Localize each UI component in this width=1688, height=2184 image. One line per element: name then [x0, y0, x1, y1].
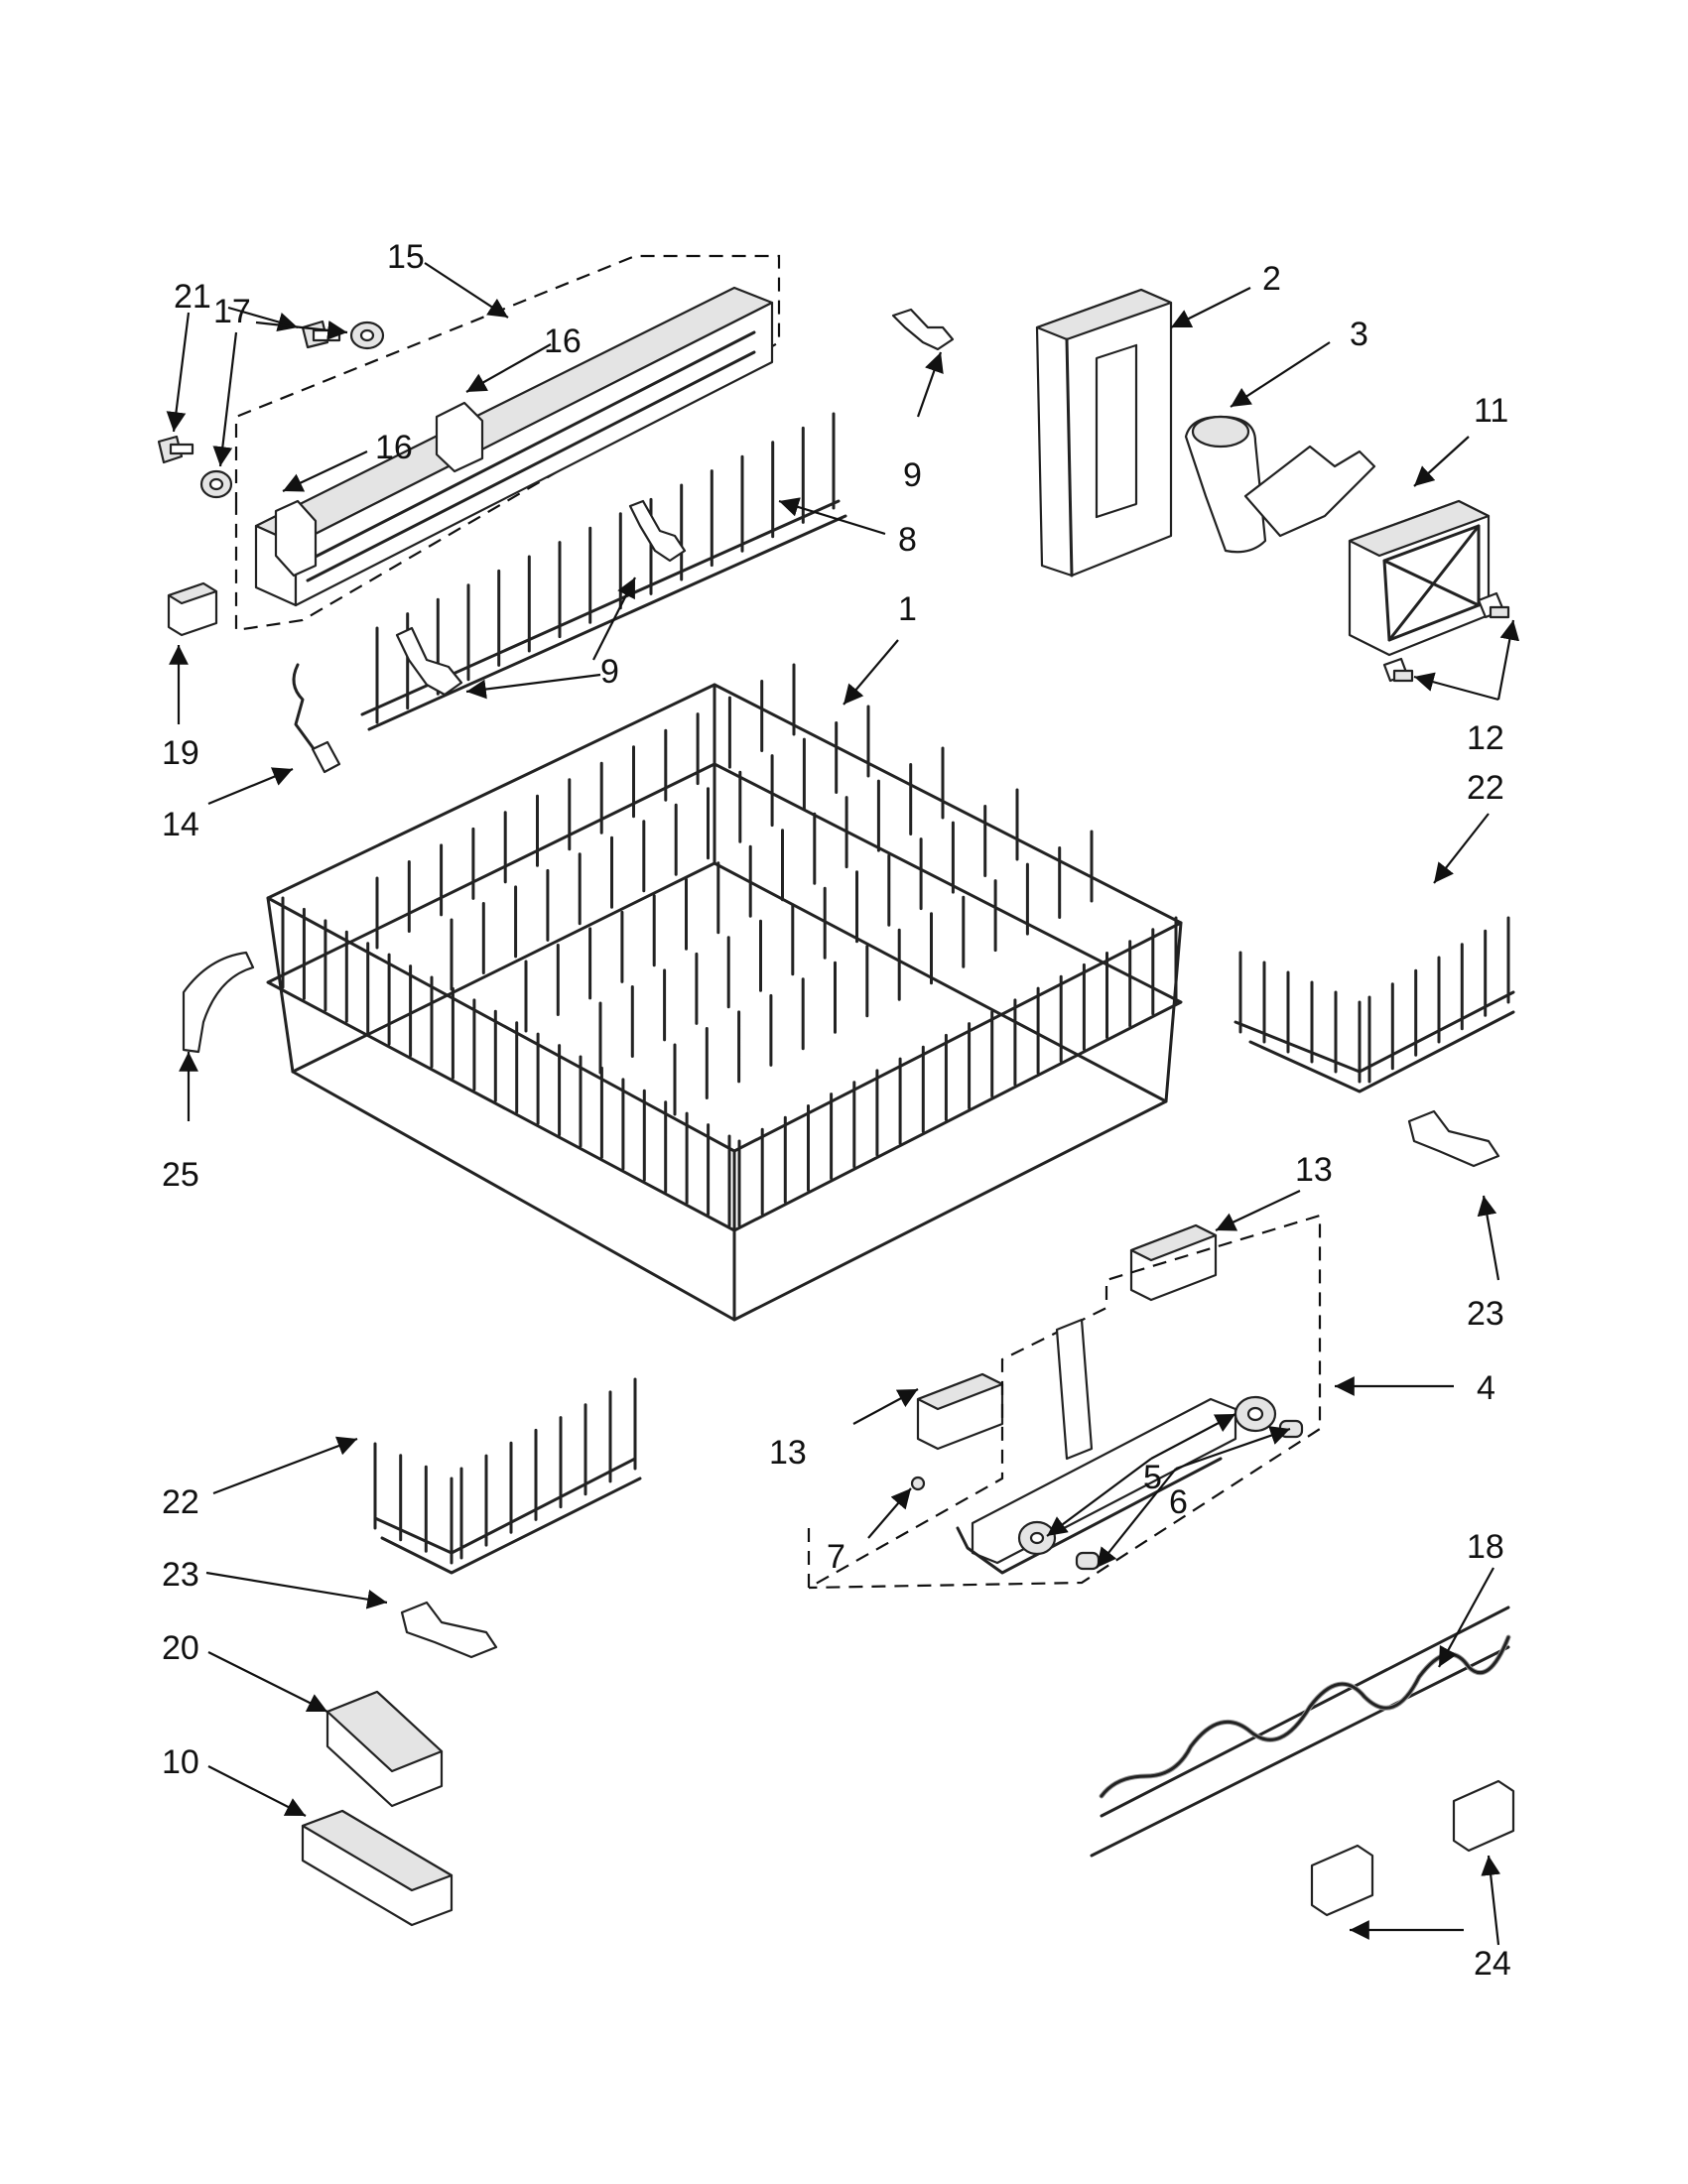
part-12-screws: [1382, 591, 1510, 683]
callout-1: 1: [898, 590, 917, 628]
part-18-rail: [1090, 1606, 1511, 1858]
part-4-track-assembly: [807, 1214, 1322, 1590]
part-22-tine-rack-left: [373, 1377, 642, 1575]
callout-6: 6: [1169, 1483, 1188, 1521]
callout-11: 11: [1474, 392, 1508, 430]
part-2-rack-side: [1035, 288, 1173, 578]
callout-17: 17: [213, 293, 251, 330]
callout-2: 2: [1262, 260, 1281, 298]
callout-8: 8: [898, 521, 917, 559]
callout-18: 18: [1467, 1528, 1504, 1566]
callout-22: 22: [162, 1483, 199, 1521]
callout-24: 24: [1474, 1945, 1511, 1983]
part-14-wire-clip: [292, 663, 341, 774]
callout-19: 19: [162, 734, 199, 772]
part-19-end-cap: [167, 581, 218, 637]
callout-16: 16: [375, 429, 413, 466]
part-11-cover: [1348, 499, 1491, 657]
callout-22: 22: [1467, 769, 1504, 807]
callout-5: 5: [1143, 1459, 1162, 1496]
callout-20: 20: [162, 1629, 199, 1667]
part-3-manifold: [1184, 415, 1376, 554]
callout-25: 25: [162, 1156, 199, 1194]
callout-3: 3: [1350, 316, 1368, 353]
callout-13: 13: [1295, 1151, 1333, 1189]
callout-15: 15: [387, 238, 425, 276]
part-20-bracket: [325, 1690, 444, 1808]
callout-7: 7: [827, 1538, 845, 1576]
part-22-tine-rack-right: [1234, 916, 1515, 1093]
part-23-clips: [400, 1109, 1500, 1659]
part-15-adjuster-assembly: [234, 254, 781, 632]
callout-23: 23: [1467, 1295, 1504, 1333]
part-9-clips: [395, 308, 955, 697]
part-24-clips: [1310, 1779, 1515, 1917]
callout-10: 10: [162, 1743, 199, 1781]
leader-lines: [166, 262, 1520, 1946]
callout-21: 21: [174, 278, 211, 316]
callout-16: 16: [544, 322, 582, 360]
callout-13: 13: [769, 1434, 807, 1472]
part-10-bracket: [301, 1809, 454, 1927]
callout-9: 9: [600, 653, 619, 691]
callout-labels: 15 21 16 17 16 2 3 9 11 8 1 9 19 12 14 2…: [162, 238, 1511, 1983]
callout-12: 12: [1467, 719, 1504, 757]
part-1-upper-rack: [266, 663, 1183, 1322]
part-13-clips: [916, 1223, 1218, 1451]
callout-14: 14: [162, 806, 199, 843]
callout-4: 4: [1477, 1369, 1495, 1407]
callout-23: 23: [162, 1556, 199, 1594]
callout-9: 9: [903, 456, 922, 494]
part-25-bracket: [182, 951, 255, 1054]
part-17-washer: [199, 321, 385, 499]
